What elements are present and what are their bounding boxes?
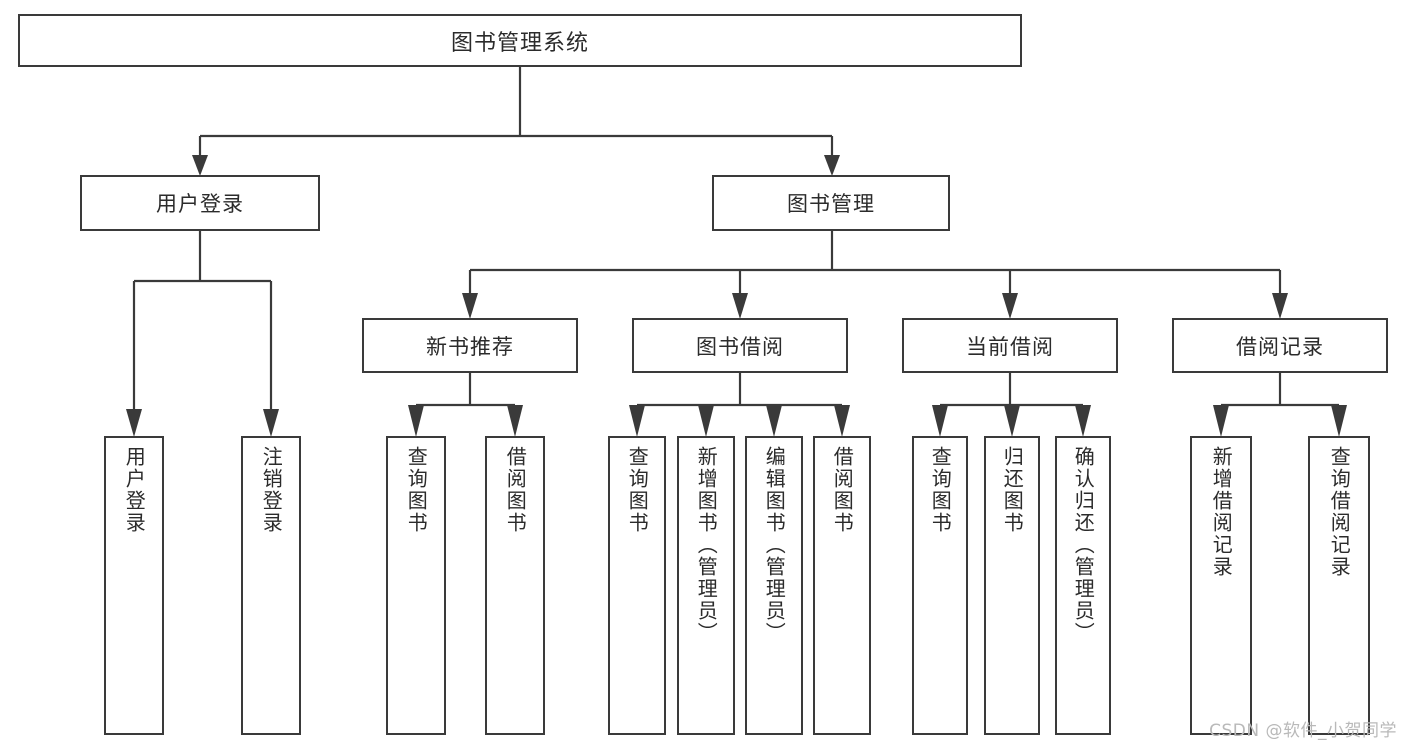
node-current-borrow-label: 当前借阅 [966,334,1054,359]
arrowhead-leaf-add-book-admin [698,405,714,437]
watermark-text: CSDN @软件_小贺同学 [1209,721,1397,741]
node-book-borrow[interactable]: 图书借阅 [632,318,848,373]
node-root[interactable]: 图书管理系统 [18,14,1022,67]
arrowhead-book-borrow [732,293,748,319]
node-leaf-query-record-label: 查询借阅记录 [1327,446,1352,578]
node-borrow-record-label: 借阅记录 [1236,334,1324,359]
node-leaf-query-book-3[interactable]: 查询图书 [912,436,968,735]
node-leaf-query-book-3-label: 查询图书 [928,446,953,534]
node-new-book-recommend-label: 新书推荐 [426,334,514,359]
node-book-manage[interactable]: 图书管理 [712,175,950,231]
arrowhead-leaf-user-login [126,409,142,437]
node-leaf-add-book-admin[interactable]: 新增图书（管理员） [677,436,735,735]
node-leaf-confirm-return[interactable]: 确认归还（管理员） [1055,436,1111,735]
node-leaf-query-book-1-label: 查询图书 [404,446,429,534]
arrowhead-leaf-logout [263,409,279,437]
node-leaf-add-record-label: 新增借阅记录 [1209,446,1234,578]
node-leaf-borrow-book-1-label: 借阅图书 [503,446,528,534]
node-book-manage-label: 图书管理 [787,192,875,216]
arrowhead-book-manage [824,155,840,176]
node-leaf-query-book-2[interactable]: 查询图书 [608,436,666,735]
node-root-label: 图书管理系统 [450,30,589,56]
arrowhead-user-login [192,155,208,176]
arrowhead-leaf-edit-book-admin [766,405,782,437]
arrowhead-leaf-query-book-2 [629,405,645,437]
arrowhead-leaf-borrow-book-1 [507,405,523,437]
arrowhead-leaf-query-book-1 [408,405,424,437]
node-leaf-return-book[interactable]: 归还图书 [984,436,1040,735]
node-current-borrow[interactable]: 当前借阅 [902,318,1118,373]
node-leaf-return-book-label: 归还图书 [1000,446,1025,534]
arrowhead-leaf-add-record [1213,405,1229,437]
arrowhead-borrow-record [1272,293,1288,319]
node-user-login[interactable]: 用户登录 [80,175,320,231]
arrowhead-leaf-borrow-book-2 [834,405,850,437]
arrowhead-leaf-query-book-3 [932,405,948,437]
node-leaf-query-record[interactable]: 查询借阅记录 [1308,436,1370,735]
arrowhead-leaf-return-book [1004,405,1020,437]
node-leaf-confirm-return-label: 确认归还（管理员） [1071,446,1096,644]
node-leaf-borrow-book-2[interactable]: 借阅图书 [813,436,871,735]
node-leaf-user-login[interactable]: 用户登录 [104,436,164,735]
node-leaf-logout[interactable]: 注销登录 [241,436,301,735]
node-leaf-add-book-admin-label: 新增图书（管理员） [694,446,719,644]
node-new-book-recommend[interactable]: 新书推荐 [362,318,578,373]
node-leaf-add-record[interactable]: 新增借阅记录 [1190,436,1252,735]
node-leaf-query-book-1[interactable]: 查询图书 [386,436,446,735]
arrowhead-leaf-query-record [1331,405,1347,437]
arrowhead-current-borrow [1002,293,1018,319]
node-leaf-user-login-label: 用户登录 [122,446,147,534]
node-borrow-record[interactable]: 借阅记录 [1172,318,1388,373]
node-leaf-edit-book-admin-label: 编辑图书（管理员） [762,446,787,644]
node-book-borrow-label: 图书借阅 [696,334,784,359]
arrowhead-leaf-confirm-return [1075,405,1091,437]
arrowhead-new-book-recommend [462,293,478,319]
node-leaf-query-book-2-label: 查询图书 [625,446,650,534]
node-leaf-logout-label: 注销登录 [259,446,284,534]
node-leaf-edit-book-admin[interactable]: 编辑图书（管理员） [745,436,803,735]
node-leaf-borrow-book-1[interactable]: 借阅图书 [485,436,545,735]
node-leaf-borrow-book-2-label: 借阅图书 [830,446,855,534]
node-user-login-label: 用户登录 [156,192,244,216]
